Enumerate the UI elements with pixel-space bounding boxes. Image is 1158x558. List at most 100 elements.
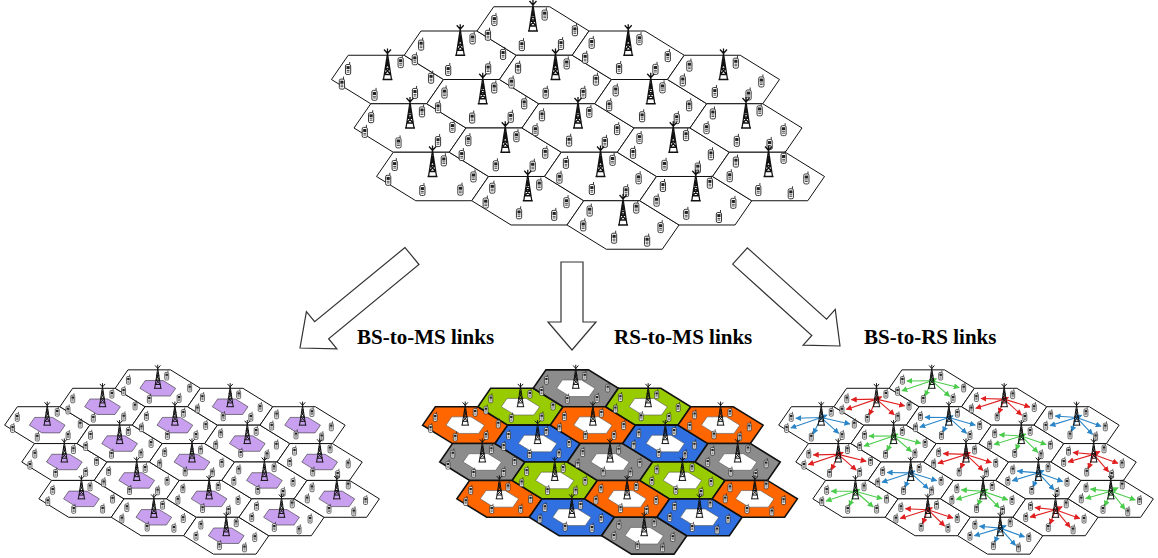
ms-phone-part bbox=[573, 27, 576, 30]
ms-phone-part bbox=[466, 136, 471, 146]
ms-phone-part bbox=[201, 509, 203, 510]
ms-phone-part bbox=[387, 177, 390, 180]
ms-phone-part bbox=[765, 486, 767, 487]
ms-phone-part bbox=[617, 446, 621, 454]
ms-phone-part bbox=[362, 127, 367, 137]
ms-phone-part bbox=[562, 466, 564, 468]
ms-phone-part bbox=[47, 499, 49, 501]
ms-phone-part bbox=[491, 393, 492, 395]
ms-phone-part bbox=[136, 400, 137, 402]
ms-phone bbox=[237, 464, 241, 474]
ms-phone-part bbox=[509, 481, 510, 483]
ms-phone-part bbox=[122, 413, 126, 421]
ms-phone-part bbox=[211, 470, 213, 472]
ms-phone bbox=[684, 207, 689, 220]
ms-phone-part bbox=[727, 520, 729, 521]
ms-phone-part bbox=[729, 470, 731, 472]
ms-phone-part bbox=[332, 421, 333, 423]
ms-phone-part bbox=[688, 424, 690, 426]
ms-phone-part bbox=[567, 156, 568, 159]
ms-phone-part bbox=[583, 372, 587, 380]
ms-phone-part bbox=[36, 435, 38, 437]
ms-phone bbox=[745, 504, 749, 513]
ms-phone-part bbox=[760, 83, 763, 85]
ms-phone-part bbox=[709, 501, 711, 503]
ms-phone-part bbox=[531, 167, 534, 169]
ms-phone-part bbox=[695, 439, 696, 441]
ms-phone-part bbox=[347, 465, 349, 466]
ms-phone-part bbox=[632, 443, 634, 445]
ms-phone-part bbox=[235, 520, 237, 522]
ms-phone-part bbox=[253, 534, 257, 542]
ms-phone-part bbox=[422, 38, 423, 41]
ms-phone-part bbox=[369, 113, 374, 123]
ms-phone bbox=[469, 485, 473, 495]
ms-phone-part bbox=[51, 488, 53, 490]
ms-phone-part bbox=[74, 504, 75, 506]
ms-phone-part bbox=[548, 485, 549, 487]
ms-phone-part bbox=[255, 432, 257, 433]
ms-phone-part bbox=[471, 36, 474, 39]
ms-phone-part bbox=[493, 17, 496, 20]
ms-phone bbox=[635, 540, 639, 550]
ms-phone bbox=[509, 76, 514, 89]
ms-phone bbox=[274, 439, 278, 449]
ms-phone-part bbox=[657, 451, 659, 453]
ms-phone-part bbox=[590, 44, 593, 46]
ms-phone-part bbox=[715, 429, 716, 431]
ms-phone-part bbox=[509, 118, 512, 120]
ms-phone-part bbox=[51, 487, 55, 495]
ms-phone-part bbox=[164, 453, 166, 454]
ms-phone-part bbox=[660, 182, 665, 192]
ms-phone-part bbox=[672, 428, 676, 436]
ms-phone-part bbox=[591, 526, 593, 528]
ms-phone-part bbox=[239, 464, 240, 466]
ms-phone-part bbox=[346, 66, 349, 69]
ms-phone bbox=[514, 129, 519, 142]
ms-phone-part bbox=[510, 80, 513, 83]
bs-tower-part bbox=[551, 457, 559, 481]
ms-phone-part bbox=[759, 183, 760, 186]
ms-phone-part bbox=[520, 42, 523, 45]
ms-phone bbox=[181, 483, 185, 493]
bs-tower-part bbox=[741, 97, 751, 128]
ms-phone bbox=[785, 423, 789, 433]
ms-phone-part bbox=[150, 441, 152, 443]
ms-phone bbox=[221, 411, 225, 421]
ms-phone-part bbox=[237, 501, 239, 502]
ms-phone-part bbox=[579, 502, 583, 510]
ms-phone-part bbox=[680, 76, 685, 86]
ms-phone-part bbox=[674, 487, 678, 495]
ms-phone-part bbox=[782, 155, 785, 158]
ms-phone-part bbox=[490, 400, 492, 401]
ms-phone bbox=[126, 375, 130, 385]
ms-phone-part bbox=[272, 464, 276, 472]
ms-phone-part bbox=[515, 133, 518, 136]
ms-phone bbox=[145, 522, 149, 532]
ms-phone-part bbox=[538, 515, 542, 523]
ms-phone-part bbox=[713, 89, 716, 92]
bs-tower-part bbox=[640, 512, 648, 536]
ms-phone-part bbox=[159, 465, 161, 466]
ms-phone-part bbox=[275, 412, 277, 414]
ms-phone-part bbox=[841, 436, 843, 437]
ms-phone-part bbox=[615, 231, 616, 234]
ms-phone-part bbox=[523, 100, 526, 103]
ms-phone-part bbox=[656, 396, 658, 397]
ms-phone-part bbox=[55, 409, 59, 417]
ms-phone bbox=[563, 156, 568, 169]
ms-phone-part bbox=[168, 476, 169, 478]
ms-phone-part bbox=[547, 375, 548, 377]
ms-phone-part bbox=[716, 213, 721, 223]
ms-phone-part bbox=[730, 473, 732, 474]
ms-phone-part bbox=[111, 497, 113, 499]
ms-phone-part bbox=[620, 519, 621, 521]
ms-phone-part bbox=[490, 447, 492, 449]
ms-phone-part bbox=[447, 71, 450, 73]
ms-phone-part bbox=[249, 414, 253, 422]
bs-tower bbox=[679, 457, 687, 481]
ms-phone-part bbox=[15, 414, 19, 422]
ms-phone-part bbox=[673, 532, 674, 534]
ms-phone-part bbox=[655, 466, 659, 474]
